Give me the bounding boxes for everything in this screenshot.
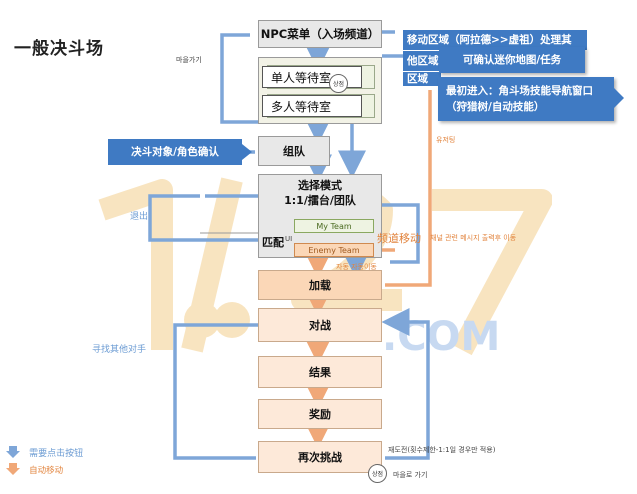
legend-auto-label: 自动移动 [29,466,64,476]
node-result: 结果 [258,356,382,388]
select-mode-subtitle: 1:1/擂台/团队 [284,194,356,207]
ui-label: UI [285,235,293,243]
first-enter-line1: 最初进入：角斗场技能导航窗口 [446,85,593,97]
callout-duel-target: 决斗对象/角色确认 [108,139,242,165]
multi-wait-label: 多人等待室 [262,95,362,117]
label-auto-move-kr: 자동 자동이동 [336,263,377,271]
legend-blue-arrow-icon [6,446,20,458]
legend-click-label: 需要点击按钮 [29,449,84,459]
callout-first-enter: 最初进入：角斗场技能导航窗口 （狩猎树/自动技能） [438,77,614,121]
label-find-other: 寻找其他对手 [92,345,147,355]
shop-badge-bottom: 상점 [368,464,387,483]
node-team: 组队 [258,136,330,166]
callout-area-fragment: 区域 [403,72,441,86]
legend-auto: 自动移动 [6,460,63,479]
label-move-kr-top: 유저팅 [436,136,456,144]
node-match: 匹配 [262,236,284,249]
enemy-team-box: Enemy Team [294,243,374,257]
node-npc-menu: NPC菜单（入场频道） [258,20,382,48]
label-channel-move-kr: 채널 관련 메시지 출력후 이동 [430,234,517,242]
legend-click: 需要点击按钮 [6,443,83,462]
select-mode-title: 选择模式 [298,179,342,192]
page-title: 一般决斗场 [14,39,104,59]
node-rematch: 再次挑战 [258,441,382,473]
callout-minimap: 可确认迷你地图/任务 [439,47,585,73]
node-loading: 加载 [258,270,382,300]
label-exit: 退出 [130,212,149,222]
shop-badge-top: 상점 [329,74,348,93]
callout-pointer [614,88,624,108]
label-town-go-top: 마을가기 [176,56,202,64]
my-team-box: My Team [294,219,374,233]
callout-duel-pointer [242,144,252,160]
legend-orange-arrow-icon [6,463,20,475]
first-enter-line2: （狩猎树/自动技能） [446,101,545,113]
label-channel-move: 频道移动 [377,232,421,245]
label-rematch-note: 재도전(횟수제한-1:1일 경우만 적용) [388,446,496,454]
node-reward: 奖励 [258,399,382,429]
label-town-go-bottom: 마을로 가기 [393,471,428,479]
node-battle: 对战 [258,308,382,342]
callout-move-area: 移动区域（阿拉德>>虚祖）处理其 [403,30,587,50]
